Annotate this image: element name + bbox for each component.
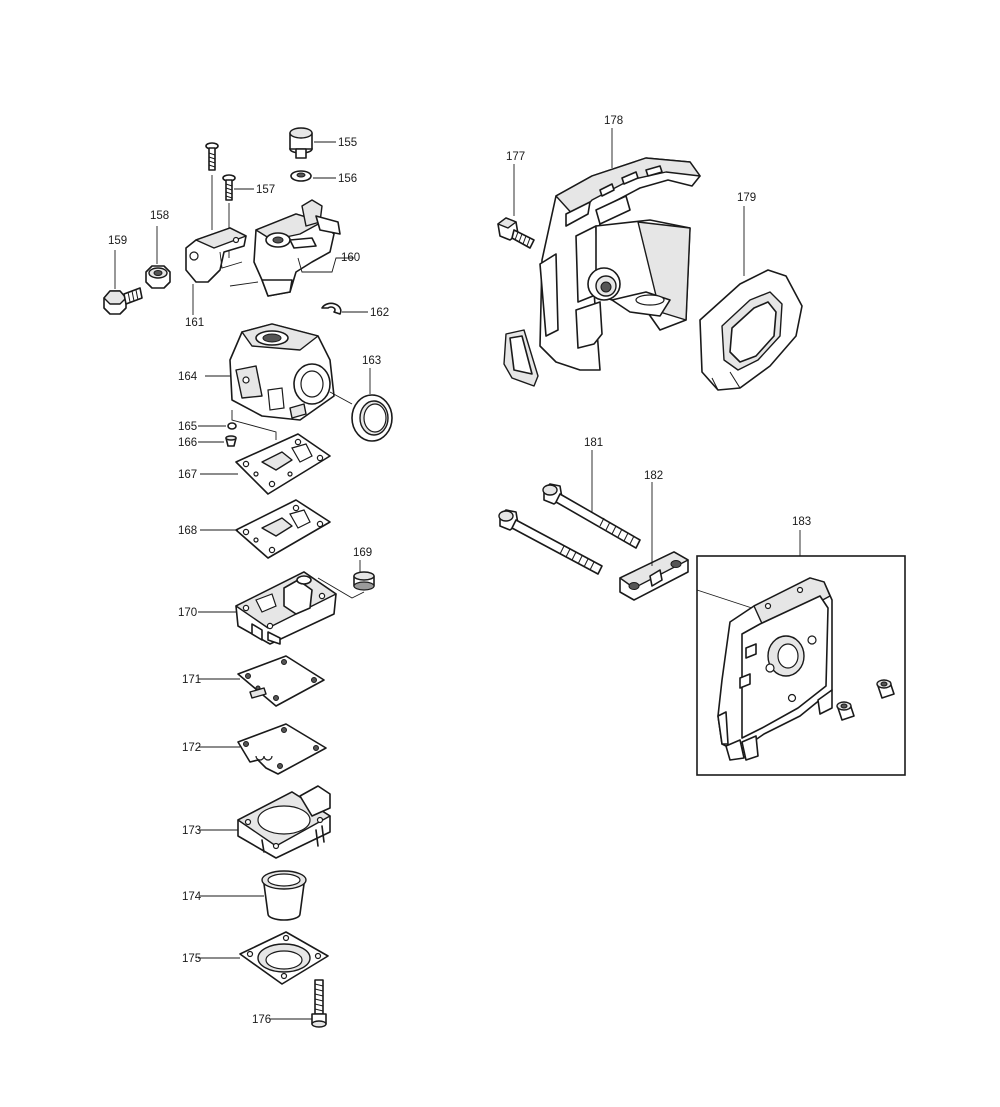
callout-173: 173: [182, 825, 201, 837]
part-175-cover-plate: [239, 931, 329, 985]
part-166-needle: [225, 435, 237, 447]
callout-176: 176: [252, 1014, 271, 1026]
part-156-washer: [290, 170, 312, 182]
callout-160: 160: [341, 252, 360, 264]
part-181-long-bolt: [542, 483, 641, 549]
part-164-carburetor-body: [229, 323, 335, 421]
callout-166: 166: [178, 437, 197, 449]
part-168-gasket: [235, 499, 331, 559]
part-170-pump-body: [235, 571, 337, 645]
callout-163: 163: [362, 355, 381, 367]
callout-179: 179: [737, 192, 756, 204]
part-171-diaphragm: [237, 655, 325, 707]
callout-181: 181: [584, 437, 603, 449]
part-182-bracket-plate: [619, 551, 689, 601]
part-163-gasket-ring: [351, 394, 393, 442]
callout-170: 170: [178, 607, 197, 619]
part-183-frame: [696, 555, 906, 776]
part-161-bracket: [185, 227, 247, 283]
part-162-clip: [321, 302, 342, 315]
part-173-pump-cover: [237, 785, 331, 859]
part-169-plug: [353, 571, 375, 591]
callout-156: 156: [338, 173, 357, 185]
callout-171: 171: [182, 674, 201, 686]
part-174-primer-cup: [261, 870, 307, 921]
callout-164: 164: [178, 371, 198, 383]
callout-183: 183: [792, 516, 811, 528]
callout-158: 158: [150, 210, 169, 222]
callout-169: 169: [353, 547, 372, 559]
part-167-gasket: [235, 433, 331, 495]
callout-165: 165: [178, 421, 197, 433]
part-157-screw: [222, 174, 236, 201]
part-178-air-cleaner-cover: [539, 157, 701, 371]
callout-178: 178: [604, 115, 623, 127]
callout-167: 167: [178, 469, 197, 481]
callout-174: 174: [182, 891, 202, 903]
part-183-air-cleaner-base: [717, 577, 833, 761]
part-176-screw: [311, 979, 327, 1028]
bushing-second-icon: [876, 679, 895, 699]
part-155-cap: [289, 127, 313, 159]
callout-162: 162: [370, 307, 389, 319]
screw-top-icon: [205, 142, 219, 171]
callout-155: 155: [338, 137, 357, 149]
part-160-throttle-body: [253, 199, 341, 297]
part-179-filter-element: [699, 269, 803, 391]
part-172-diaphragm: [237, 723, 327, 775]
part-158-nut: [145, 265, 171, 289]
part-177-bolt: [497, 217, 535, 249]
part-165-o-ring: [227, 422, 237, 430]
callout-177: 177: [506, 151, 525, 163]
callout-172: 172: [182, 742, 201, 754]
callout-182: 182: [644, 470, 663, 482]
bushing-icon: [836, 701, 855, 721]
part-181-long-bolt-second: [498, 509, 603, 575]
callout-159: 159: [108, 235, 127, 247]
callout-168: 168: [178, 525, 197, 537]
callout-161: 161: [185, 317, 204, 329]
callout-157: 157: [256, 184, 275, 196]
cover-gasket-icon: [503, 329, 539, 387]
callout-175: 175: [182, 953, 201, 965]
part-159-bolt: [103, 287, 143, 315]
